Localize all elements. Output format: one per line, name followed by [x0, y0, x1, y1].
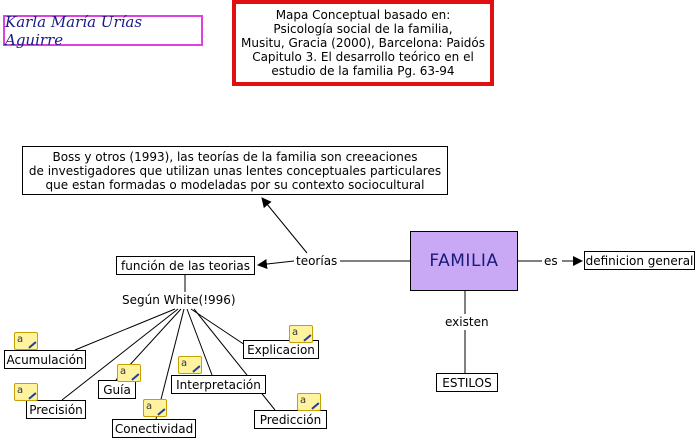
note-icon[interactable]: a — [143, 399, 167, 417]
concept-conectividad[interactable]: Conectividad — [112, 419, 196, 438]
concept-acumulacion[interactable]: Acumulación — [4, 350, 86, 369]
concept-boss-definition[interactable]: Boss y otros (1993), las teorías de la f… — [22, 146, 448, 195]
concept-explicacion[interactable]: Explicacion — [243, 340, 319, 359]
concept-prediccion[interactable]: Predicción — [254, 410, 327, 429]
note-icon[interactable]: a — [297, 393, 321, 411]
link-label-es: es — [542, 254, 560, 268]
central-concept-familia[interactable]: FAMILIA — [410, 231, 518, 291]
source-reference-box: Mapa Conceptual basado en: Psicología so… — [232, 0, 494, 86]
concept-definicion-general[interactable]: definicion general — [584, 251, 695, 270]
author-name-box: Karla María Urías Aguirre — [3, 13, 203, 49]
note-icon[interactable]: a — [117, 364, 141, 382]
concept-estilos[interactable]: ESTILOS — [436, 373, 498, 392]
concept-precision[interactable]: Precisión — [26, 400, 86, 419]
note-icon[interactable]: a — [289, 325, 313, 343]
link-label-teorias: teorías — [294, 254, 340, 268]
concept-guia[interactable]: Guía — [98, 380, 136, 399]
link-label-segun-white: Según White(!996) — [120, 293, 238, 307]
link-label-existen: existen — [443, 315, 491, 329]
concept-funcion-teorias[interactable]: función de las teorias — [116, 256, 255, 275]
note-icon[interactable]: a — [14, 383, 38, 401]
note-icon[interactable]: a — [14, 332, 38, 350]
concept-interpretacion[interactable]: Interpretación — [171, 375, 266, 394]
note-icon[interactable]: a — [178, 356, 202, 374]
